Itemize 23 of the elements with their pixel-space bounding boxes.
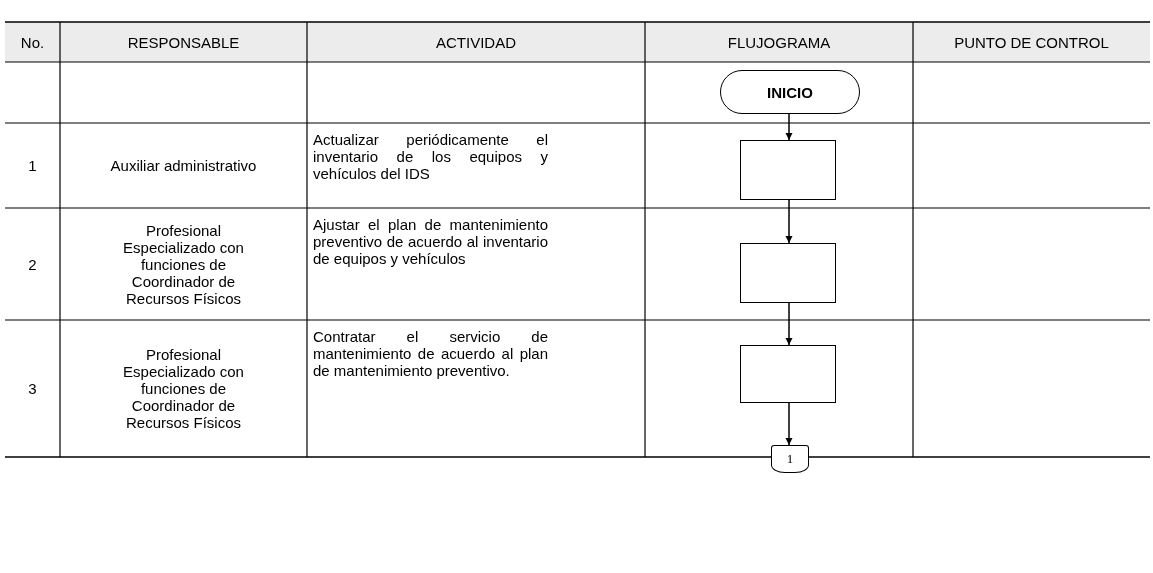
- arrow: [785, 302, 793, 346]
- offpage-connector: 1: [771, 445, 809, 473]
- process-box: [740, 345, 836, 403]
- row-number: 3: [28, 380, 37, 397]
- process-box: [740, 243, 836, 303]
- column-header: No.: [20, 33, 45, 51]
- arrow: [785, 402, 793, 446]
- row-number: 2: [28, 255, 37, 273]
- column-header: FLUJOGRAMA: [727, 33, 831, 51]
- activity-text: Contratar el servicio de mantenimiento de acuerdo al plan de mantenimiento preventivo.: [313, 328, 548, 379]
- start-terminal: INICIO: [720, 70, 860, 114]
- responsible-text: Profesional Especializado con funciones de Coordinador de Recursos Físicos: [122, 346, 245, 431]
- column-header: ACTIVIDAD: [436, 33, 516, 51]
- column-header: PUNTO DE CONTROL: [954, 33, 1109, 51]
- process-box: [740, 140, 836, 200]
- row-number: 1: [28, 157, 37, 174]
- arrow: [785, 199, 793, 244]
- arrow: [785, 113, 793, 141]
- activity-text: Actualizar periódicamente el inventario de los equipos y vehículos del IDS: [313, 131, 548, 182]
- responsible-text: Profesional Especializado con funciones de Coordinador de Recursos Físicos: [122, 221, 245, 307]
- column-header: RESPONSABLE: [127, 33, 240, 51]
- responsible-text: Auxiliar administrativo: [110, 157, 257, 174]
- activity-text: Ajustar el plan de mantenimiento preventivo de acuerdo al inventario de equipos y vehículos: [313, 216, 548, 267]
